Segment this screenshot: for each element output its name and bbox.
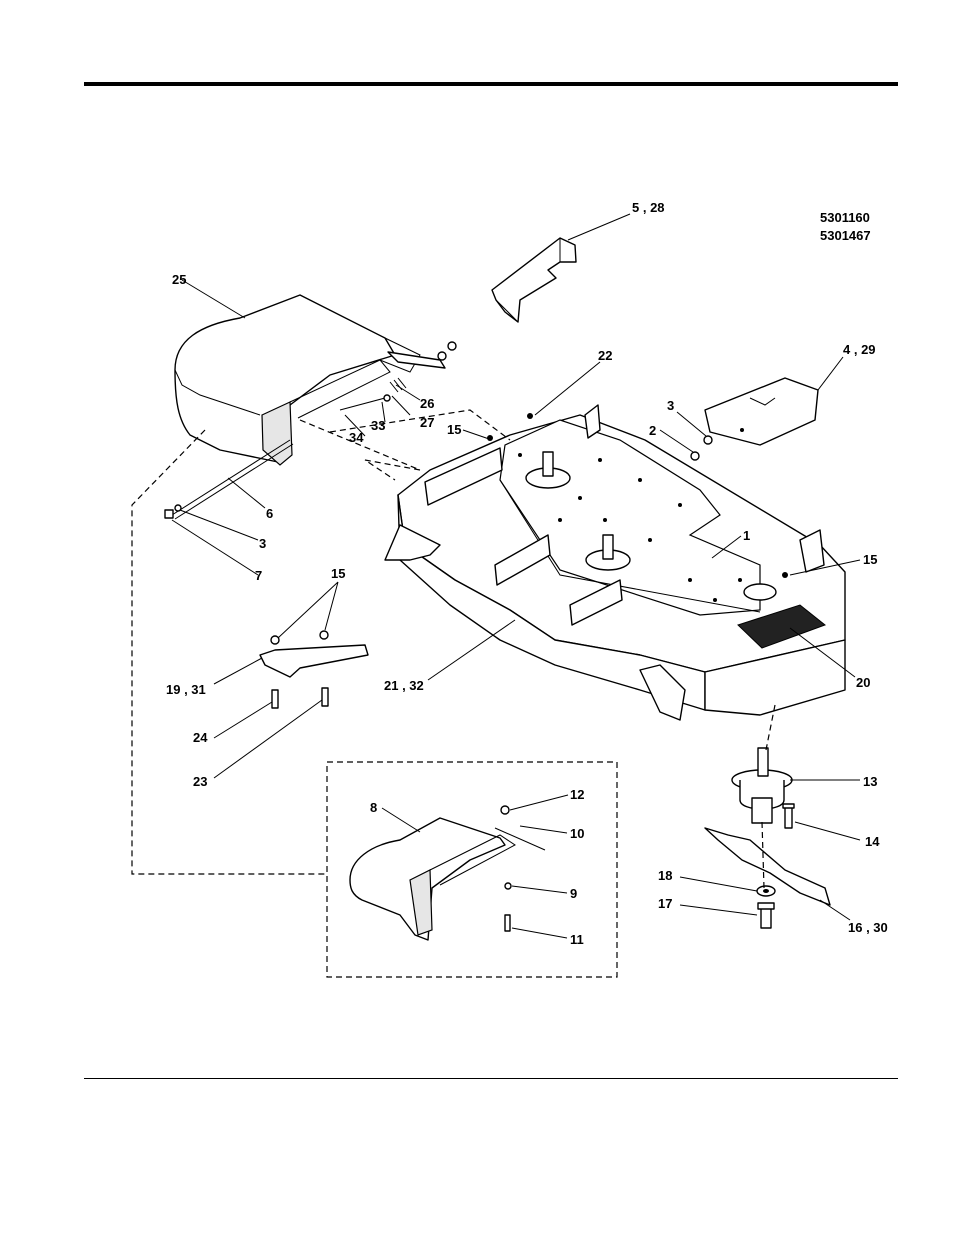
callout-20: 20 bbox=[856, 675, 870, 690]
bolt-part-17 bbox=[758, 903, 774, 928]
callout-16-30: 16 , 30 bbox=[848, 920, 888, 935]
callout-3-lower: 3 bbox=[259, 536, 266, 551]
callout-8: 8 bbox=[370, 800, 377, 815]
callout-18: 18 bbox=[658, 868, 672, 883]
callout-26: 26 bbox=[420, 396, 434, 411]
reference-number-1: 5301160 bbox=[820, 210, 870, 225]
shield-part-4-29 bbox=[691, 378, 818, 460]
callout-1: 1 bbox=[743, 528, 750, 543]
bolt-part-14 bbox=[783, 804, 794, 828]
callout-34: 34 bbox=[349, 430, 364, 445]
callout-17: 17 bbox=[658, 896, 672, 911]
callout-27: 27 bbox=[420, 415, 434, 430]
shield-part-5-28 bbox=[492, 238, 576, 322]
callout-5-28: 5 , 28 bbox=[632, 200, 665, 215]
callout-3-upper: 3 bbox=[667, 398, 674, 413]
deflector-part-8 bbox=[350, 806, 545, 940]
callout-24: 24 bbox=[193, 730, 208, 745]
callout-2: 2 bbox=[649, 423, 656, 438]
bracket-part-19-31 bbox=[260, 631, 368, 708]
callout-15-deck: 15 bbox=[863, 552, 877, 567]
callout-13: 13 bbox=[863, 774, 877, 789]
spindle-part-13 bbox=[732, 748, 792, 823]
callout-14: 14 bbox=[865, 834, 880, 849]
callout-25: 25 bbox=[172, 272, 186, 287]
callout-6: 6 bbox=[266, 506, 273, 521]
callout-22: 22 bbox=[598, 348, 612, 363]
discharge-chute-part-25 bbox=[175, 295, 456, 465]
reference-number-2: 5301467 bbox=[820, 228, 871, 243]
callout-33: 33 bbox=[371, 418, 385, 433]
callout-12: 12 bbox=[570, 787, 584, 802]
mower-deck-part-21-32 bbox=[385, 405, 845, 720]
callout-21-32: 21 , 32 bbox=[384, 678, 424, 693]
callout-23: 23 bbox=[193, 774, 207, 789]
callout-7: 7 bbox=[255, 568, 262, 583]
callout-15-bracket: 15 bbox=[331, 566, 345, 581]
callout-15-upper: 15 bbox=[447, 422, 461, 437]
callout-9: 9 bbox=[570, 886, 577, 901]
callout-4-29: 4 , 29 bbox=[843, 342, 876, 357]
callout-11: 11 bbox=[570, 932, 584, 947]
callout-19-31: 19 , 31 bbox=[166, 682, 206, 697]
callout-10: 10 bbox=[570, 826, 584, 841]
washer-part-18 bbox=[757, 886, 775, 896]
